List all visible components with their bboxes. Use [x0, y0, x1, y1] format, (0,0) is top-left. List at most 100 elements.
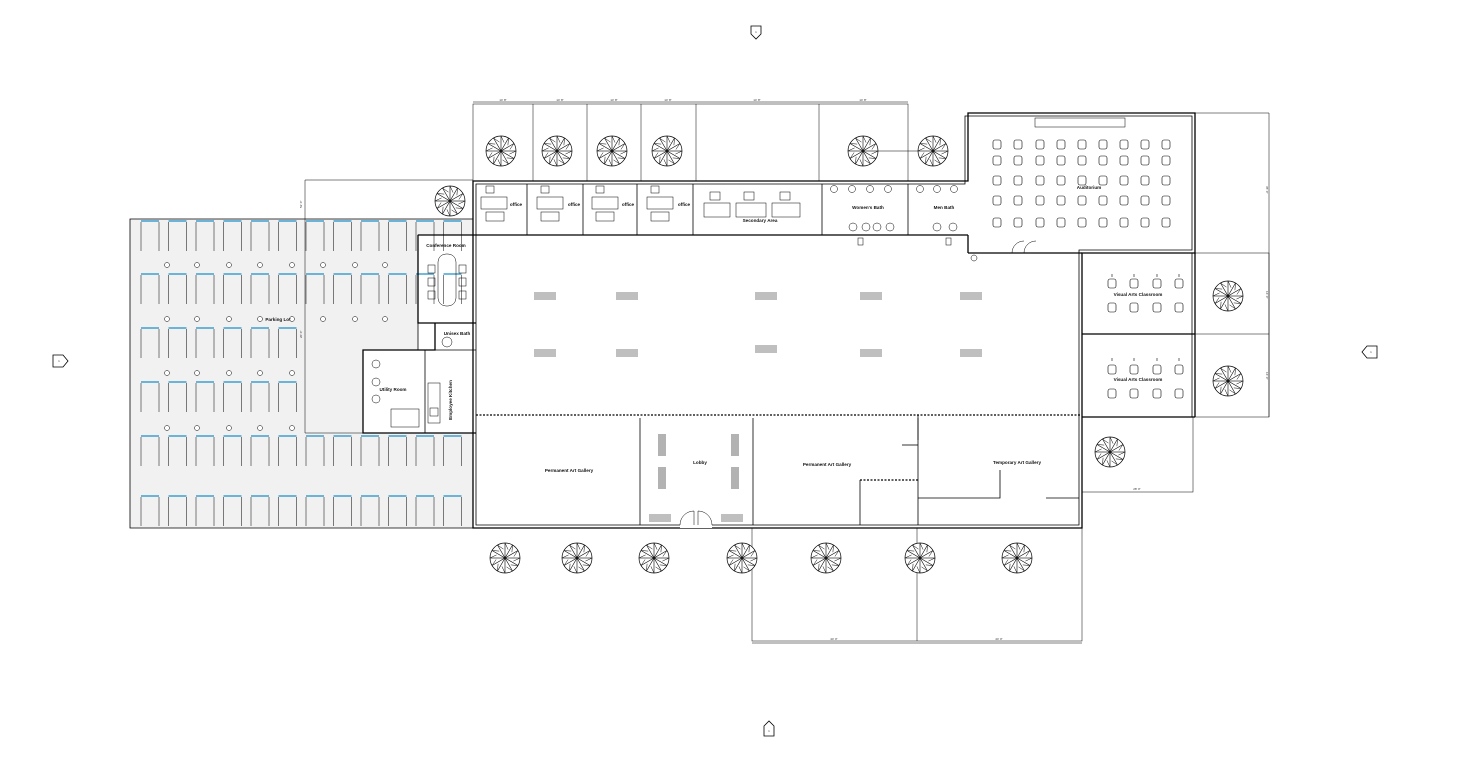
parking-stall: [305, 222, 325, 251]
auditorium-seat: [992, 175, 1002, 186]
tree-icon: [541, 135, 573, 167]
marker-west[interactable]: 1: [52, 354, 69, 368]
auditorium-seat: [1119, 155, 1129, 166]
dim-bottom-left: 44' 0": [830, 637, 837, 641]
parking-stall: [333, 275, 352, 304]
top-courtyard: 14' 8" 14' 8" 14' 8" 14' 8" 14' 8" 14' 8…: [472, 98, 909, 182]
tree-icon: [638, 542, 670, 574]
parking-stall: [168, 497, 187, 526]
auditorium-seat: [1098, 175, 1108, 186]
dim-right-lower: 16' 0": [1265, 372, 1269, 379]
auditorium-seat: [1119, 139, 1129, 150]
auditorium-seat: [1013, 195, 1023, 206]
auditorium-seat: [1013, 175, 1023, 186]
parking-stall: [443, 437, 462, 466]
parking-light: [352, 316, 358, 322]
parking-stall: [140, 329, 160, 358]
parking-stall: [250, 329, 270, 358]
tree-icon: [1212, 280, 1244, 312]
classroom-desk: [1107, 302, 1117, 313]
parking-lot: Parking Lot 52' 0" 20' 0": [129, 179, 474, 529]
tree-icon: [434, 185, 466, 217]
auditorium-seat: [1140, 175, 1150, 186]
classroom-desk: [1152, 302, 1162, 313]
unisex-bath-label: Unisex Bath: [444, 331, 471, 336]
lobby-bench: [658, 434, 666, 456]
lobby-benches: [534, 292, 982, 522]
auditorium-seat: [1161, 175, 1171, 186]
permanent-gallery-2-label: Permanent Art Gallery: [803, 462, 852, 467]
classroom-desk: [1129, 364, 1139, 375]
auditorium-seat: [1077, 217, 1087, 228]
parking-light: [164, 316, 170, 322]
auditorium-seat: [1056, 139, 1066, 150]
parking-stall: [195, 222, 215, 251]
utility-room-label: Utility Room: [379, 387, 406, 392]
classroom-desk: [1174, 388, 1184, 399]
classroom-desk: [1152, 388, 1162, 399]
dim-top-1: 14' 8": [499, 98, 506, 102]
bench: [755, 292, 777, 300]
dim-right-bottom: 28' 0": [1133, 487, 1140, 491]
auditorium-seat: [1056, 217, 1066, 228]
visual-arts-classroom-1-label: Visual Arts Classroom: [1114, 292, 1163, 297]
parking-stall: [195, 329, 215, 358]
lobby-label: Lobby: [693, 460, 707, 465]
parking-stall: [305, 437, 325, 466]
parking-light: [164, 262, 170, 268]
marker-east[interactable]: 1: [1361, 345, 1378, 359]
bench: [960, 292, 982, 300]
tree-icon: [917, 135, 949, 167]
classroom-desk: [1107, 388, 1117, 399]
auditorium-label: Auditorium: [1077, 185, 1102, 190]
auditorium-seat: [1035, 139, 1045, 150]
classroom-desk: [1174, 302, 1184, 313]
parking-stall: [195, 437, 215, 466]
parking-stall: [333, 497, 352, 526]
office-desks: [480, 185, 801, 222]
parking-stall: [388, 222, 407, 251]
parking-light: [194, 262, 200, 268]
parking-stall: [278, 437, 297, 466]
auditorium-seat: [992, 139, 1002, 150]
auditorium-seat: [1098, 139, 1108, 150]
auditorium-seat: [1013, 155, 1023, 166]
parking-light: [382, 316, 388, 322]
parking-stall: [388, 437, 407, 466]
bench: [649, 514, 671, 522]
restroom-fixtures: [830, 185, 958, 246]
parking-stall: [195, 497, 215, 526]
parking-light: [257, 425, 263, 431]
parking-stalls: [140, 220, 462, 526]
tree-icon: [1001, 542, 1033, 574]
tree-icon: [1212, 365, 1244, 397]
classroom-desk: [1107, 278, 1117, 289]
dim-top-2: 14' 8": [556, 98, 563, 102]
parking-light: [382, 262, 388, 268]
parking-stall: [223, 437, 242, 466]
dim-right-upper: 35' 0": [1265, 186, 1269, 193]
marker-north[interactable]: 1: [750, 25, 762, 40]
parking-stall: [415, 437, 435, 466]
parking-stall: [388, 275, 407, 304]
bench: [860, 349, 882, 357]
parking-light: [226, 262, 232, 268]
mens-bath-label: Men Bath: [934, 205, 955, 210]
parking-light: [226, 370, 232, 376]
tree-icon: [651, 135, 683, 167]
auditorium-seat: [1098, 155, 1108, 166]
parking-lot-label: Parking Lot: [265, 317, 291, 322]
tree-icon: [596, 135, 628, 167]
parking-stall: [168, 437, 187, 466]
parking-stall: [250, 437, 270, 466]
lobby-bench: [658, 467, 666, 489]
bench: [534, 349, 556, 357]
dim-bottom-right: 44' 0": [995, 637, 1002, 641]
parking-stall: [168, 383, 187, 412]
auditorium-seat: [1013, 139, 1023, 150]
trees: [434, 135, 1244, 574]
marker-south[interactable]: 1: [763, 720, 775, 737]
auditorium-seat: [1161, 155, 1171, 166]
parking-light: [164, 370, 170, 376]
